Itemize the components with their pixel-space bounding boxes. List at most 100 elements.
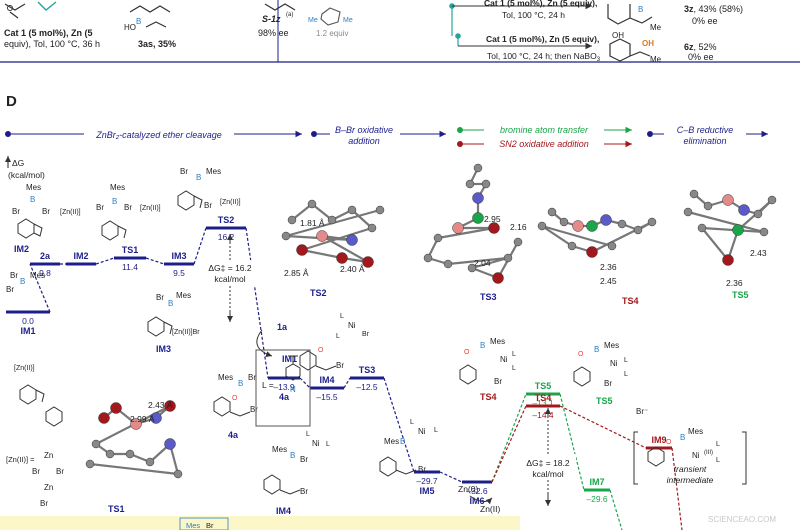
br-minus: Br⁻: [636, 407, 648, 416]
svg-text:L: L: [624, 357, 628, 364]
value-2a: 9.8: [39, 268, 51, 278]
svg-text:Br: Br: [250, 405, 258, 414]
s1z-ee: 98% ee: [258, 28, 289, 38]
cond2-line1: Cat 1 (5 mol%), Zn (5 equiv),: [486, 34, 599, 44]
barrier-annotations: ΔG‡ = 16.2 kcal/mol ΔG‡ = 18.2 kcal/mol …: [204, 234, 747, 514]
atom: [572, 220, 584, 232]
label-im6: IM6: [469, 496, 484, 506]
step4-line1: C–B reductive: [677, 125, 734, 135]
svg-text:Mes: Mes: [186, 521, 200, 530]
svg-text:Ni: Ni: [692, 451, 700, 460]
svg-text:Br: Br: [42, 207, 50, 216]
atom: [689, 189, 699, 199]
label-im2: IM2: [73, 251, 88, 261]
svg-text:Br: Br: [362, 331, 370, 338]
struct-zn-dimer: [Zn(II)] [Zn(II)] = Zn Br Br Zn Br: [6, 365, 64, 508]
svg-text:Mes: Mes: [30, 271, 45, 280]
atom: [722, 254, 734, 266]
struct-ts2: Br B Mes Br [Zn(II)]: [177, 167, 241, 211]
cond2-line2: Tol, 100 °C, 24 h; then NaBO3: [487, 51, 601, 63]
svg-text:L: L: [340, 313, 344, 320]
dist-1: 1.81 Å: [300, 218, 325, 228]
molecular-renderings: [85, 163, 777, 479]
atom: [586, 246, 598, 258]
struct-ni-1: L Ni L Br O Br: [299, 313, 370, 371]
svg-text:B: B: [136, 17, 141, 26]
atom: [423, 253, 433, 263]
struct-4a: Mes B Br O Br 4a: [213, 373, 258, 440]
svg-text:[Zn(II)]: [Zn(II)]: [140, 205, 161, 212]
atom: [600, 214, 612, 226]
ligand-definition: L = N: [255, 349, 311, 427]
atom: [307, 199, 317, 209]
label-ts3-3d: TS3: [480, 292, 497, 302]
svg-text:Br: Br: [40, 499, 48, 508]
im9-note-1: transient: [674, 464, 707, 474]
barrier1-line1: ΔG‡ = 16.2: [208, 263, 252, 273]
svg-text:[Zn(II)]Br: [Zn(II)]Br: [172, 329, 200, 336]
atom: [633, 225, 643, 235]
atom: [85, 459, 95, 469]
dist-2: 2.85 Å: [284, 268, 309, 278]
one-a-label: 1a: [277, 322, 288, 332]
svg-text:B: B: [480, 341, 485, 350]
step-arrows: ZnBr₂-catalyzed ether cleavage B–Br oxid…: [5, 122, 768, 150]
svg-text:O: O: [666, 439, 672, 446]
svg-text:Zn: Zn: [44, 451, 53, 460]
svg-text:Me: Me: [343, 17, 353, 24]
bond: [437, 226, 495, 240]
atom: [125, 449, 135, 459]
label-4a-struct: 4a: [228, 430, 239, 440]
svg-text:Br: Br: [6, 285, 14, 294]
svg-text:Mes: Mes: [384, 437, 399, 446]
atom: [367, 223, 377, 233]
watermark: SCIENCEAO.COM: [708, 515, 776, 524]
top-strip: Cat 1 (5 mol%), Zn (5 equiv), Tol, 100 °…: [0, 0, 800, 64]
svg-text:Zn: Zn: [44, 483, 53, 492]
top-left-cond-2: equiv), Tol, 100 °C, 36 h: [4, 39, 100, 49]
step3b-label: SN2 oxidative addition: [499, 139, 589, 149]
atom: [753, 209, 763, 219]
l-def-n: N: [290, 385, 296, 394]
im9-note-2: intermediate: [667, 475, 714, 485]
svg-text:B: B: [594, 345, 599, 354]
value-4a: –13.9: [273, 382, 295, 392]
value-im5: –29.7: [416, 476, 438, 486]
atom: [647, 217, 657, 227]
next-panel-band: [0, 516, 520, 530]
struct-2a: Br B Mes Br: [6, 271, 45, 294]
svg-text:Ni: Ni: [348, 321, 356, 330]
im1-back-label: IM1: [282, 354, 297, 364]
svg-text:B: B: [20, 277, 25, 286]
svg-text:Mes: Mes: [688, 427, 703, 436]
atom: [164, 400, 176, 412]
dist-11: 2.43: [750, 248, 767, 258]
svg-text:Br: Br: [56, 467, 64, 476]
svg-text:Mes: Mes: [490, 337, 505, 346]
atom: [443, 259, 453, 269]
struct-im5: L Ni L Mes B Br: [379, 419, 438, 477]
bond: [701, 227, 729, 261]
svg-text:L: L: [716, 441, 720, 448]
bond: [447, 256, 509, 266]
atom: [697, 223, 707, 233]
svg-text:Br: Br: [336, 361, 344, 370]
atom: [732, 224, 744, 236]
atom: [547, 207, 557, 217]
svg-text:Br: Br: [156, 293, 164, 302]
value-im6: –32.6: [466, 486, 488, 496]
atom: [130, 418, 142, 430]
struct-im9: O B Mes Ni (III) L L: [647, 427, 720, 467]
atom: [362, 256, 374, 268]
label-im9: IM9: [651, 435, 666, 445]
atom: [105, 449, 115, 459]
svg-text:B: B: [680, 433, 685, 442]
svg-text:Mes: Mes: [110, 183, 125, 192]
barrier1-line2: kcal/mol: [214, 274, 245, 284]
me-6z: Me: [650, 55, 662, 64]
step3a-label: bromine atom transfer: [500, 125, 589, 135]
s1z-sup: (a): [286, 12, 293, 18]
svg-text:[Zn(II)]: [Zn(II)]: [14, 365, 35, 372]
value-im4: –15.5: [316, 392, 338, 402]
